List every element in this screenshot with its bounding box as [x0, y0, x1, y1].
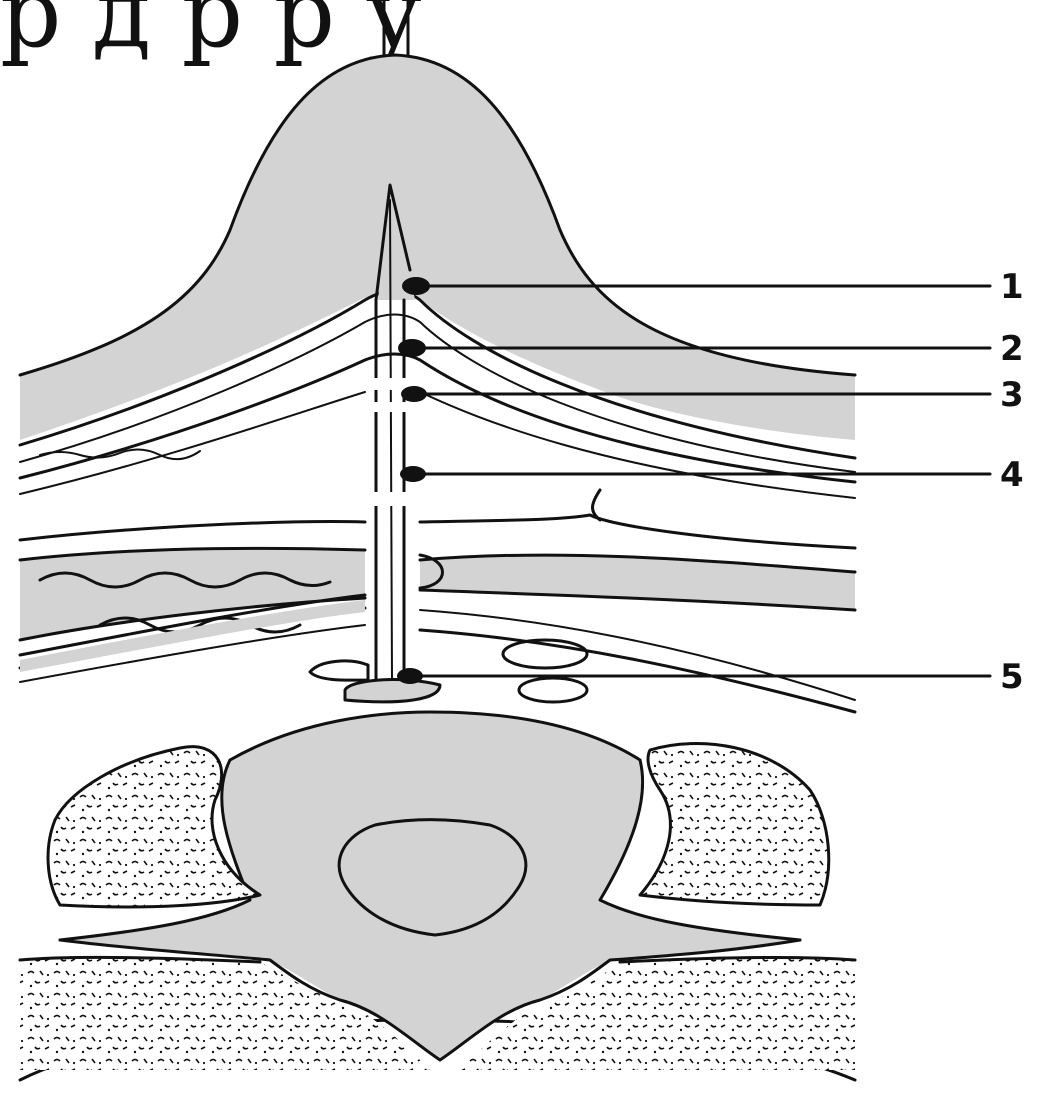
callout-label: 3 — [1000, 375, 1024, 415]
callout-5: 5 — [397, 657, 1024, 697]
callout-marker — [400, 466, 426, 482]
callout-marker — [402, 277, 430, 295]
callout-label: 5 — [1000, 657, 1024, 697]
callout-label: 1 — [1000, 267, 1024, 307]
callout-marker — [401, 386, 427, 402]
ligament-region — [20, 490, 855, 712]
skin-wheal — [20, 55, 855, 440]
epidural-space — [310, 640, 587, 702]
callout-marker — [397, 668, 423, 684]
header-text: р д р р у — [0, 0, 422, 69]
callout-label: 4 — [1000, 455, 1024, 495]
callout-label: 2 — [1000, 329, 1024, 369]
callout-marker — [398, 339, 426, 357]
